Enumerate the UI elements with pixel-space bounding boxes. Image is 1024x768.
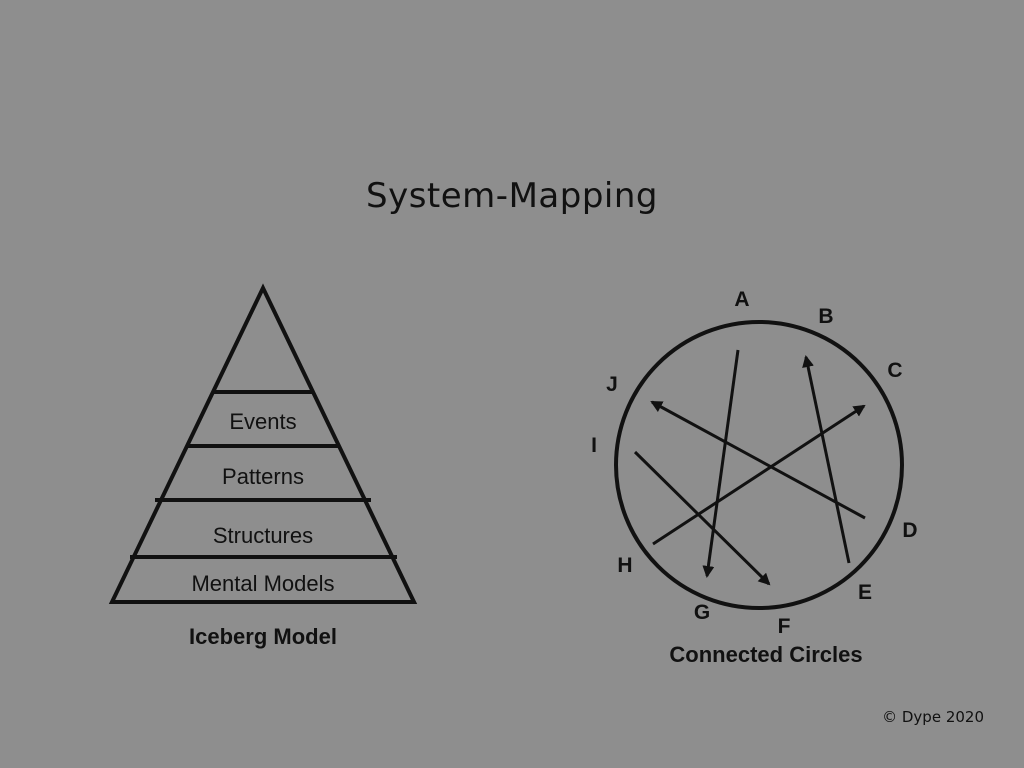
iceberg-layer-mental-models: Mental Models: [191, 571, 334, 596]
arrow-a-to-g: [702, 349, 740, 578]
node-d: D: [902, 519, 917, 542]
copyright-notice: © Dype 2020: [882, 708, 984, 726]
node-h: H: [617, 554, 632, 577]
circles-caption: Connected Circles: [669, 642, 862, 667]
arrow-e-to-b: [802, 355, 851, 564]
iceberg-layer-events: Events: [229, 409, 296, 434]
iceberg-layer-structures: Structures: [213, 523, 313, 548]
page-title: System-Mapping: [366, 176, 658, 216]
node-c: C: [887, 359, 902, 382]
node-e: E: [858, 581, 872, 604]
node-i: I: [591, 434, 597, 457]
node-b: B: [818, 305, 833, 328]
node-g: G: [694, 601, 710, 624]
iceberg-caption: Iceberg Model: [189, 624, 337, 649]
arrow-d-to-j: [650, 400, 866, 520]
arrow-h-to-c: [652, 404, 866, 546]
circle-outline: [614, 320, 904, 610]
node-j: J: [606, 373, 618, 396]
arrow-i-to-f: [633, 450, 771, 586]
connected-circles: A B C D E F G H I J Connected Circles: [591, 288, 918, 667]
node-f: F: [778, 615, 791, 638]
node-a: A: [734, 288, 749, 311]
iceberg-layer-patterns: Patterns: [222, 464, 304, 489]
iceberg-model: Events Patterns Structures Mental Models…: [108, 283, 418, 649]
